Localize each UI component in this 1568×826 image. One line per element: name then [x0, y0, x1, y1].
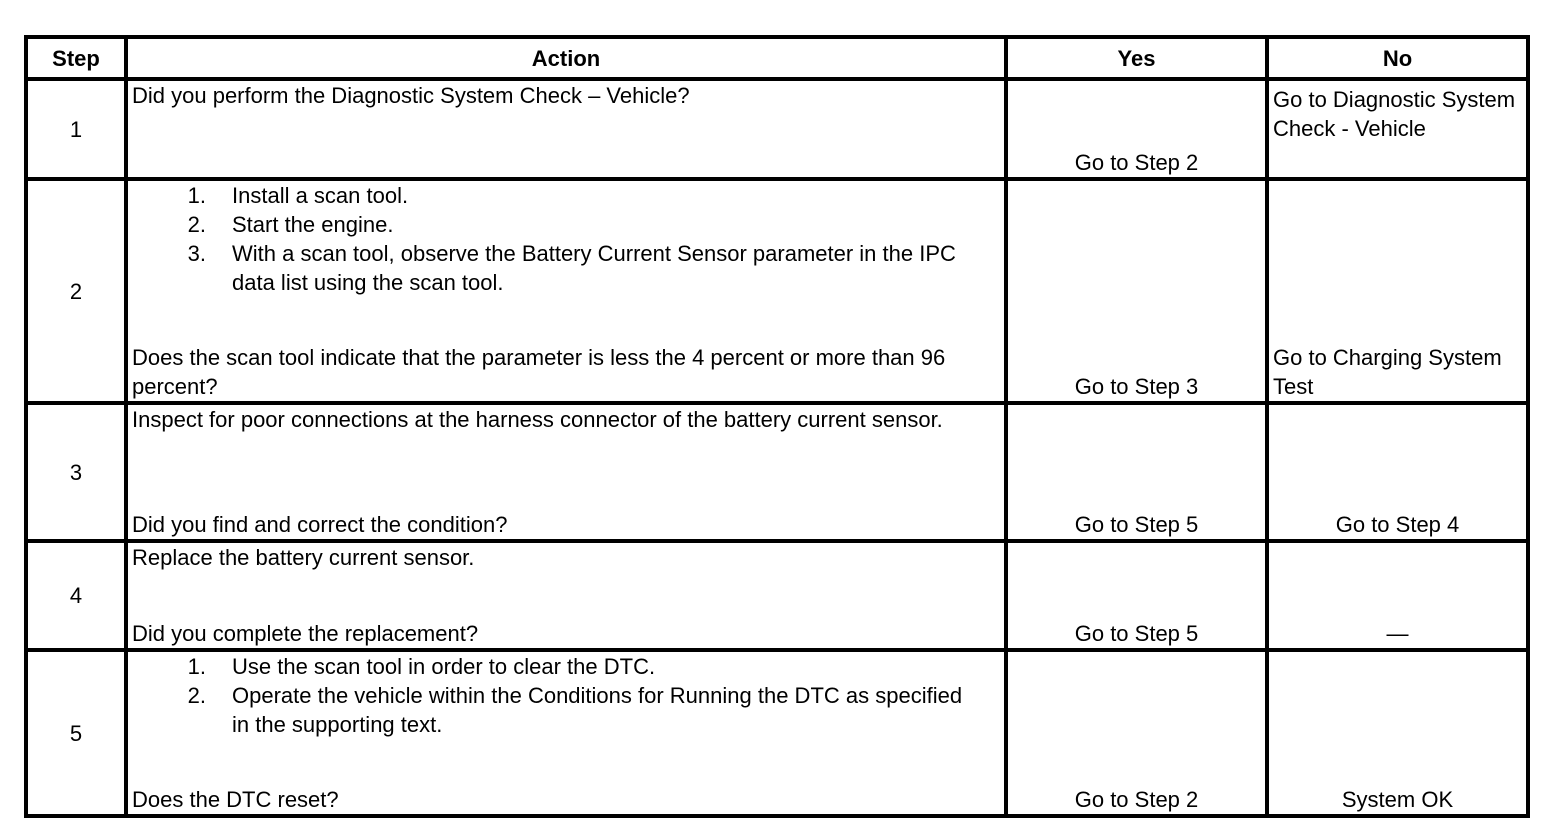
list-item: 2. Operate the vehicle within the Condit… [132, 681, 1000, 739]
no-outcome: System OK [1265, 648, 1530, 818]
list-item: 1. Use the scan tool in order to clear t… [132, 652, 1000, 681]
action-step-list: 1. Use the scan tool in order to clear t… [132, 652, 1000, 739]
list-item-text: With a scan tool, observe the Battery Cu… [232, 241, 956, 295]
list-item-text: Operate the vehicle within the Condition… [232, 683, 963, 737]
header-step: Step [24, 35, 128, 81]
header-no: No [1265, 35, 1530, 81]
action-question: Did you perform the Diagnostic System Ch… [132, 83, 690, 108]
step-number: 2 [24, 177, 128, 405]
list-item-number: 3. [187, 241, 206, 266]
list-item-text: Start the engine. [232, 212, 394, 237]
header-yes: Yes [1004, 35, 1269, 81]
action-question: Does the DTC reset? [132, 787, 339, 812]
action-question: Did you find and correct the condition? [132, 512, 508, 537]
action-question: Did you complete the replacement? [132, 621, 479, 646]
table-row: 2 1. Install a scan tool. 2. Start the e… [24, 177, 1530, 405]
diagnostic-table: Step Action Yes No 1 Did you perform the… [24, 35, 1530, 818]
yes-outcome: Go to Step 2 [1004, 648, 1269, 818]
table-row: 5 1. Use the scan tool in order to clear… [24, 648, 1530, 818]
no-outcome: Go to Step 4 [1265, 401, 1530, 543]
yes-outcome: Go to Step 3 [1004, 177, 1269, 405]
no-outcome: Go to Diagnostic System Check - Vehicle [1265, 77, 1530, 181]
table-header-row: Step Action Yes No [24, 35, 1530, 81]
action-cell: Did you perform the Diagnostic System Ch… [124, 77, 1008, 181]
list-item: 2. Start the engine. [132, 210, 1000, 239]
action-cell: 1. Use the scan tool in order to clear t… [124, 648, 1008, 818]
action-question: Does the scan tool indicate that the par… [132, 345, 946, 399]
list-item-text: Install a scan tool. [232, 183, 409, 208]
no-outcome: Go to Charging System Test [1265, 177, 1530, 405]
yes-outcome: Go to Step 5 [1004, 539, 1269, 652]
yes-outcome: Go to Step 2 [1004, 77, 1269, 181]
step-number: 3 [24, 401, 128, 543]
table-row: 3 Inspect for poor connections at the ha… [24, 401, 1530, 543]
list-item-text: Use the scan tool in order to clear the … [232, 654, 656, 679]
yes-outcome: Go to Step 5 [1004, 401, 1269, 543]
list-item: 1. Install a scan tool. [132, 181, 1000, 210]
no-outcome: — [1265, 539, 1530, 652]
action-step-list: 1. Install a scan tool. 2. Start the eng… [132, 181, 1000, 297]
list-item-number: 1. [187, 654, 206, 679]
table-row: 1 Did you perform the Diagnostic System … [24, 77, 1530, 181]
action-cell: Inspect for poor connections at the harn… [124, 401, 1008, 543]
table-row: 4 Replace the battery current sensor. Di… [24, 539, 1530, 652]
action-instruction: Replace the battery current sensor. [132, 545, 475, 570]
list-item: 3. With a scan tool, observe the Battery… [132, 239, 1000, 297]
step-number: 5 [24, 648, 128, 818]
step-number: 4 [24, 539, 128, 652]
step-number: 1 [24, 77, 128, 181]
list-item-number: 1. [187, 183, 206, 208]
action-cell: 1. Install a scan tool. 2. Start the eng… [124, 177, 1008, 405]
header-action: Action [124, 35, 1008, 81]
list-item-number: 2. [187, 683, 206, 708]
action-instruction: Inspect for poor connections at the harn… [132, 407, 943, 432]
list-item-number: 2. [187, 212, 206, 237]
action-cell: Replace the battery current sensor. Did … [124, 539, 1008, 652]
